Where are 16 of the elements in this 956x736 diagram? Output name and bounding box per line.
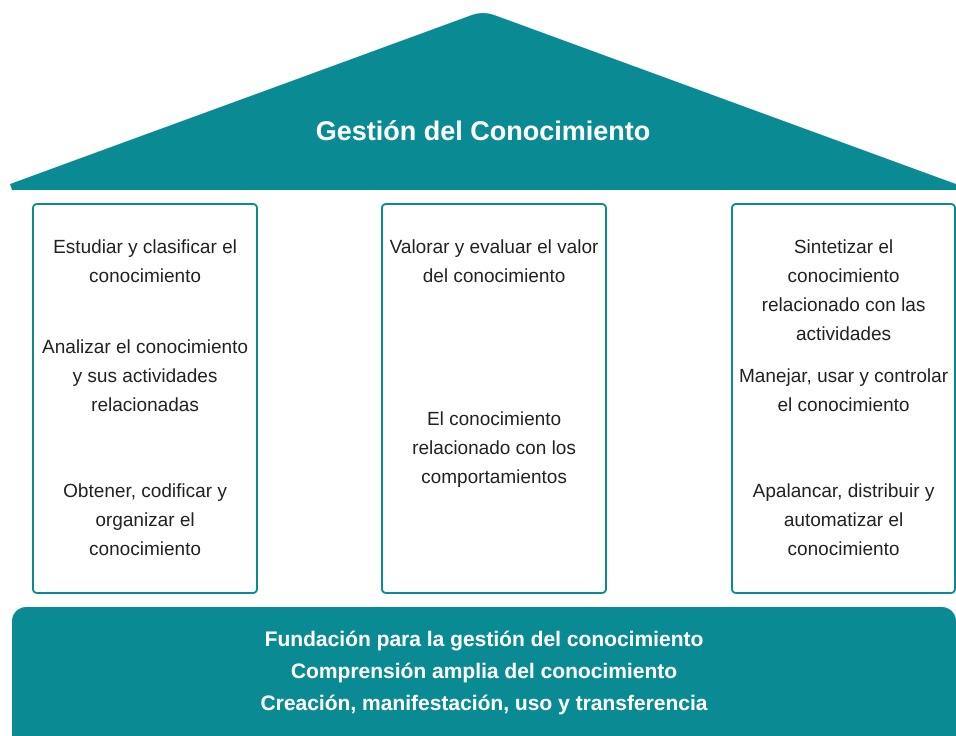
pillar-box — [731, 203, 956, 594]
pillar-text: Analizar el conocimiento y sus actividades relacionadas — [41, 336, 249, 418]
roof-title: Gestión del Conocimiento — [316, 115, 650, 148]
pillar-text: Estudiar y clasificar el conocimiento — [52, 236, 238, 289]
foundation-text: Fundación para la gestión del conocimiento — [264, 626, 704, 652]
foundation-text: Creación, manifestación, uso y transferencia — [260, 690, 708, 716]
pillar-text: Sintetizar el conocimiento relacionado con las actividades — [760, 236, 926, 347]
pillar-text: Manejar, usar y controlar el conocimiento — [738, 365, 950, 418]
pillar-box — [32, 203, 258, 594]
pillar-text: Obtener, codificar y organizar el conocimiento — [62, 480, 228, 562]
foundation-band — [12, 607, 956, 736]
pillar-text: Valorar y evaluar el valor del conocimiento — [388, 236, 600, 289]
pillar-box — [381, 203, 607, 594]
pillar-text: El conocimiento relacionado con los comportamientos — [411, 408, 577, 490]
pillar-text: Apalancar, distribuir y automatizar el conocimiento — [752, 480, 936, 562]
foundation-text: Comprensión amplia del conocimiento — [290, 658, 678, 684]
